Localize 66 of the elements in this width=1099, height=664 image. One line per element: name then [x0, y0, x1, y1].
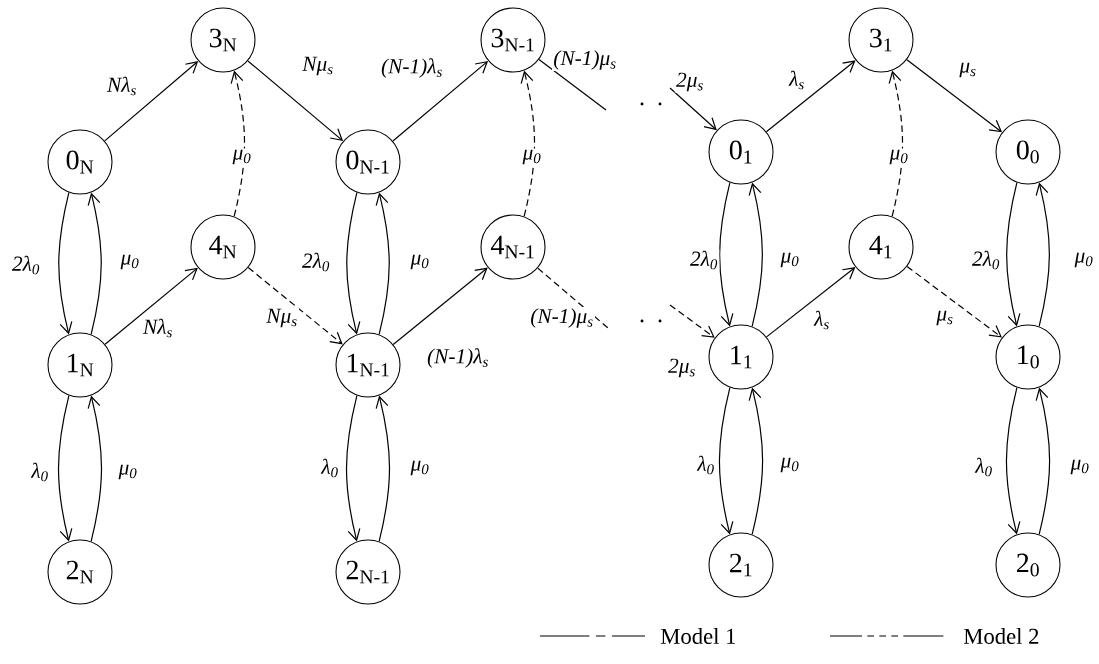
arrow	[247, 60, 344, 142]
arrow	[392, 267, 488, 346]
edge-label: (N-1)λ$_{s}$	[425, 346, 491, 370]
legend-label: Model 1	[660, 628, 736, 644]
edge-label: μ$_{0}$	[231, 148, 253, 166]
edge-label: 2μ$_{s}$	[674, 71, 706, 93]
arrow	[87, 395, 103, 543]
edge-label: λ$_{0}$	[974, 456, 995, 478]
edge-label: λ$_{s}$	[812, 309, 832, 331]
edge-label: λ$_{s}$	[787, 69, 807, 91]
edge-label: λ$_{0}$	[320, 457, 341, 479]
arrow	[1035, 387, 1051, 536]
edge-label: 2μ$_{s}$	[666, 357, 698, 379]
arrow	[230, 70, 246, 217]
arrow	[906, 265, 1002, 338]
edge-label: Nμ$_{s}$	[300, 55, 336, 77]
arrow	[520, 70, 536, 217]
edge-label: μ$_{0}$	[779, 251, 801, 269]
edge-label: μ$_{s}$	[935, 309, 955, 327]
arrow	[58, 191, 73, 335]
arrow	[104, 61, 199, 142]
arrow	[669, 304, 715, 338]
arrow	[87, 192, 102, 336]
edge-label: Nλ$_{s}$	[141, 317, 175, 339]
arrow	[345, 394, 361, 542]
edge-label: 2λ$_{0}$	[300, 251, 332, 273]
arrow	[765, 60, 856, 133]
arrow	[906, 59, 1003, 133]
arrow	[346, 191, 361, 335]
arrow	[718, 386, 734, 535]
edge-label: 2λ$_{0}$	[970, 249, 1002, 271]
edge-label: 2λ$_{0}$	[688, 249, 720, 271]
arrow	[247, 266, 343, 345]
edge-label: (N-1)μ$_{s}$	[552, 48, 619, 71]
edge-label: μ$_{s}$	[958, 61, 978, 79]
edge-label: (N-1)λ$_{s}$	[379, 56, 445, 80]
edge-label: 2λ$_{0}$	[10, 254, 42, 276]
arrow	[392, 60, 489, 142]
edge-label: μ$_{0}$	[117, 463, 139, 481]
arrow	[888, 70, 904, 217]
edge-label: μ$_{0}$	[1073, 251, 1095, 269]
arrow	[375, 192, 390, 336]
arrow	[57, 394, 73, 542]
arrow	[104, 267, 198, 345]
edge-label: λ$_{0}$	[696, 454, 717, 476]
arrow	[766, 267, 856, 338]
edge-label: μ$_{0}$	[779, 456, 801, 474]
arrow	[719, 181, 734, 327]
edge-label: μ$_{0}$	[888, 148, 910, 166]
arrow	[1005, 386, 1021, 535]
arrow	[748, 182, 763, 328]
edge-label: (N-1)μ$_{s}$	[529, 307, 596, 329]
edge-label: μ$_{0}$	[521, 148, 543, 166]
arrow	[669, 87, 717, 131]
arrow	[1006, 181, 1021, 327]
arrow	[375, 395, 391, 543]
edge-label: λ$_{0}$	[30, 461, 50, 483]
arrow	[748, 387, 764, 536]
legend-label: Model 2	[963, 628, 1039, 644]
arrow	[1035, 182, 1050, 328]
edge-label: μ$_{0}$	[409, 459, 431, 477]
edge-label: Nμ$_{s}$	[264, 307, 300, 329]
edge-label: μ$_{0}$	[1069, 458, 1091, 476]
edge-label: Nλ$_{s}$	[105, 75, 139, 97]
edge-label: μ$_{0}$	[409, 253, 431, 271]
edge-label: μ$_{0}$	[119, 253, 141, 271]
